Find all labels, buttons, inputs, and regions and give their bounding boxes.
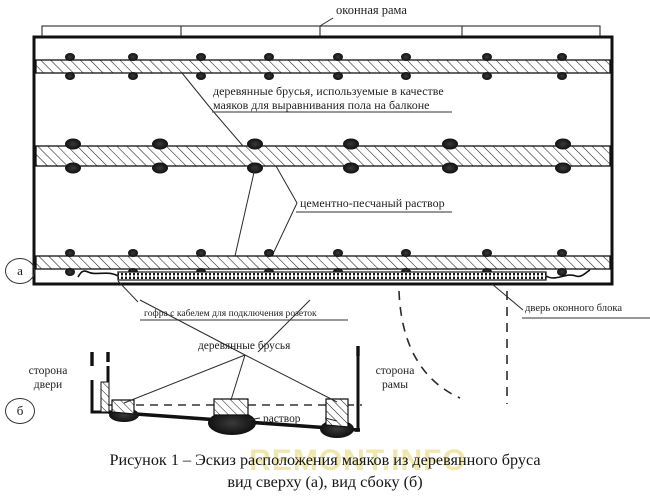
label-cement-sand-mortar: цементно-песчаный раствор <box>300 196 445 210</box>
label-door-side: сторона двери <box>12 364 84 391</box>
door-swing-arc <box>398 290 461 399</box>
side-view-group <box>90 299 362 438</box>
label-window-block-door: дверь оконного блока <box>525 303 623 314</box>
door-side-column <box>100 381 110 413</box>
label-beams-line2: маяков для выравнивания пола на балконе <box>213 98 430 113</box>
label-frame-side-line1: сторона <box>375 364 415 377</box>
side-beam-2 <box>208 398 256 435</box>
leader-solution-left <box>247 417 261 421</box>
mortar-blobs-beam-1 <box>65 53 567 80</box>
balcony-outline <box>32 35 614 286</box>
leader-mortar-up <box>275 165 298 204</box>
view-marker-a: а <box>5 258 35 284</box>
cable-left-end <box>77 270 119 278</box>
side-beam-1 <box>109 399 139 422</box>
leader-corrugation <box>117 280 139 303</box>
leader-beams-3 <box>234 167 256 257</box>
leader-side-beams-from-top <box>257 299 311 353</box>
caption-line-1: Рисунок 1 – Эскиз расположения маяков из… <box>109 451 541 469</box>
label-beams-line1: деревянные брусья, используемые в качест… <box>213 84 444 98</box>
label-frame-side: сторона рамы <box>362 364 428 391</box>
caption-line-2: вид сверху (а), вид сбоку (б) <box>227 472 423 491</box>
label-corrugation-cable: гофра с кабелем для подключения розеток <box>144 308 317 319</box>
leader-window-frame <box>319 17 334 27</box>
leader-mortar-down <box>271 202 298 257</box>
label-door-side-line1: сторона <box>28 364 68 377</box>
label-beams-side-view: деревянные брусья <box>198 340 291 352</box>
window-frame-bracket <box>41 25 601 38</box>
label-solution: раствор <box>263 413 301 425</box>
leader-side-beam-3 <box>244 354 338 403</box>
view-marker-b: б <box>5 398 35 424</box>
corrugated-pipe <box>77 269 591 281</box>
label-window-frame: оконная рама <box>336 3 407 17</box>
leader-top-to-side <box>139 299 246 356</box>
cable-right-end <box>545 269 591 279</box>
label-frame-side-line2: рамы <box>381 377 409 391</box>
leader-beams-2 <box>211 109 244 147</box>
leader-beams-1 <box>181 72 213 111</box>
beam-top-1 <box>35 53 611 80</box>
leader-side-beam-1 <box>123 354 246 404</box>
leader-solution-right <box>324 417 338 422</box>
label-door-side-line2: двери <box>33 377 63 391</box>
label-beams-top-view: деревянные брусья, используемые в качест… <box>213 84 444 112</box>
mortar-blobs-beam-2 <box>65 138 571 174</box>
leader-side-beam-2 <box>230 354 246 401</box>
beam-top-2 <box>35 138 611 174</box>
figure-caption: Рисунок 1 – Эскиз расположения маяков из… <box>0 450 650 493</box>
